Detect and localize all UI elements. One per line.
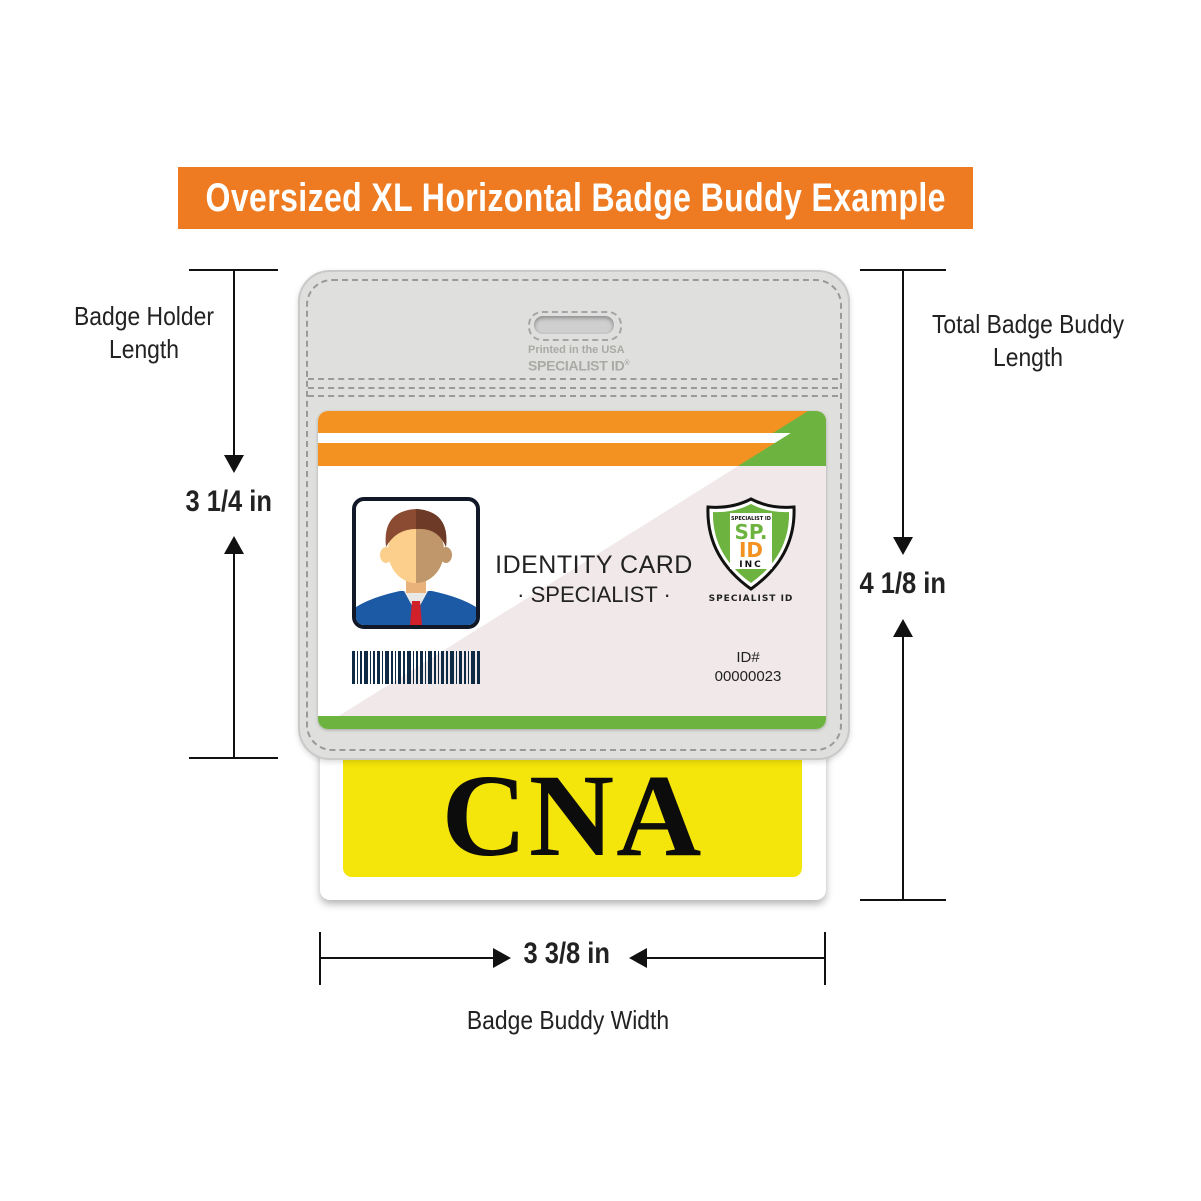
logo-inc-text: INC bbox=[739, 560, 763, 570]
specialist-id-logo: SPECIALIST ID SP. ID INC bbox=[706, 497, 796, 591]
card-subtitle: · SPECIALIST · bbox=[517, 582, 671, 607]
holder-length-value: 3 1/4 in bbox=[185, 485, 272, 518]
seal-line bbox=[308, 387, 838, 389]
imprint-line2: SPECIALIST ID® bbox=[528, 357, 630, 374]
label-line: Badge Holder bbox=[74, 301, 214, 331]
registered-mark: ® bbox=[624, 360, 630, 367]
label-line: Length bbox=[993, 342, 1063, 372]
holder-imprint: Printed in the USA SPECIALIST ID® bbox=[528, 344, 630, 374]
holder-length-label: Badge Holder Length bbox=[65, 300, 223, 366]
page-title: Oversized XL Horizontal Badge Buddy Exam… bbox=[205, 175, 946, 220]
seal-line bbox=[308, 395, 838, 397]
logo-brand-text: SPECIALIST ID bbox=[708, 594, 794, 604]
avatar bbox=[352, 497, 480, 629]
arrow-down-icon bbox=[893, 537, 913, 555]
label-line: Total Badge Buddy bbox=[931, 309, 1125, 339]
arrow-left-icon bbox=[629, 948, 647, 968]
label-line: Length bbox=[109, 334, 179, 364]
card-title: IDENTITY CARD bbox=[495, 551, 693, 579]
id-card: IDENTITY CARD · SPECIALIST · SPECIALIST … bbox=[318, 411, 826, 729]
arrow-up-icon bbox=[224, 536, 244, 554]
arrow-down-icon bbox=[224, 455, 244, 473]
total-length-value: 4 1/8 in bbox=[859, 567, 946, 600]
card-background bbox=[318, 411, 826, 729]
width-label: Badge Buddy Width bbox=[466, 1005, 670, 1035]
arrow-up-icon bbox=[893, 619, 913, 637]
logo-sp-text: SP. bbox=[735, 520, 768, 544]
logo-top-text: SPECIALIST ID bbox=[731, 516, 771, 522]
lanyard-slot bbox=[534, 316, 614, 334]
title-banner: Oversized XL Horizontal Badge Buddy Exam… bbox=[178, 167, 973, 229]
badge-buddy-text: CNA bbox=[441, 750, 704, 881]
arrow-right-icon bbox=[493, 948, 511, 968]
barcode bbox=[352, 651, 480, 684]
slot-outline bbox=[528, 311, 622, 341]
total-length-label: Total Badge Buddy Length bbox=[931, 308, 1125, 374]
id-number: 00000023 bbox=[714, 668, 782, 685]
id-label: ID# bbox=[736, 649, 760, 666]
badge-buddy-yellow-panel: CNA bbox=[343, 745, 802, 877]
imprint-line1: Printed in the USA bbox=[528, 344, 625, 356]
width-value: 3 3/8 in bbox=[523, 937, 610, 970]
holder-stitching bbox=[306, 279, 842, 751]
seal-line bbox=[308, 378, 838, 380]
imprint-brand: SPECIALIST ID bbox=[528, 357, 625, 374]
logo-id-text: ID bbox=[739, 538, 763, 562]
